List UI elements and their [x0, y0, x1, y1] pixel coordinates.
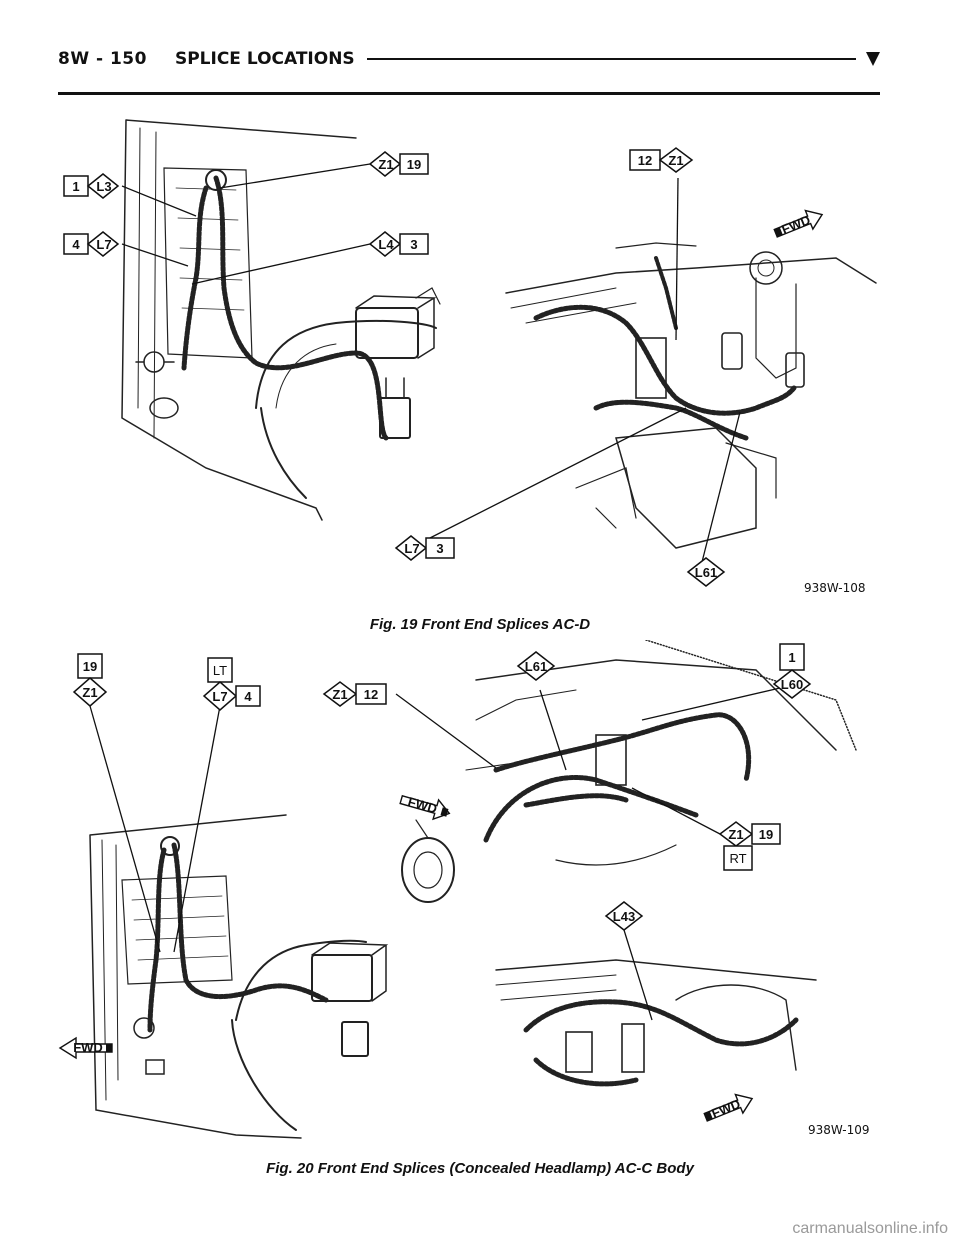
fwd-arrow-icon: FWD: [773, 209, 824, 238]
svg-text:4: 4: [72, 237, 80, 252]
figure-20-caption: Fig. 20 Front End Splices (Concealed Hea…: [266, 1160, 694, 1177]
page-number: 8W - 150: [58, 49, 147, 69]
fwd-arrow-icon: FWD: [58, 1036, 113, 1060]
svg-text:L7: L7: [96, 237, 111, 252]
callout-l7-3: L7 3: [394, 535, 455, 561]
callout-l61: L61: [686, 557, 726, 587]
svg-text:3: 3: [410, 237, 417, 252]
svg-text:L60: L60: [781, 677, 803, 692]
svg-text:FWD: FWD: [73, 1040, 103, 1055]
figure-number: 938W-109: [808, 1123, 870, 1137]
svg-text:L61: L61: [695, 565, 717, 580]
figure-19: 1 L3 4 L7 Z1 19 L4 3 12 Z1 L7 3 L61: [56, 108, 896, 608]
callout-l4-3: L4 3: [368, 231, 429, 257]
header-line: [366, 58, 856, 60]
svg-text:19: 19: [759, 827, 773, 842]
svg-text:FWD: FWD: [779, 212, 812, 237]
svg-text:L3: L3: [96, 179, 111, 194]
svg-text:4: 4: [244, 689, 252, 704]
svg-text:Z1: Z1: [668, 153, 683, 168]
figure-20-drawing: 19 Z1 LT L7 4 Z1 12 L61 1 L60 Z1 19 RT: [58, 640, 870, 1139]
svg-text:Z1: Z1: [728, 827, 743, 842]
svg-text:FWD: FWD: [709, 1096, 742, 1121]
section-title: SPLICE LOCATIONS: [174, 49, 355, 69]
figure-19-caption: Fig. 19 Front End Splices AC-D: [369, 616, 591, 633]
watermark: carmanualsonline.info: [792, 1220, 948, 1237]
fwd-arrow-icon: FWD: [399, 794, 451, 821]
svg-text:1: 1: [72, 179, 79, 194]
callout-z1-19: Z1 19: [368, 151, 429, 177]
svg-text:Z1: Z1: [332, 687, 347, 702]
svg-text:12: 12: [364, 687, 378, 702]
header-rule: [58, 92, 880, 95]
callout-19-z1: 19 Z1: [72, 653, 108, 707]
callout-lt-l7-4: LT L7 4: [202, 657, 261, 711]
callout-12-z1: 12 Z1: [629, 147, 694, 173]
svg-text:L4: L4: [378, 237, 394, 252]
callout-l61-fig20: L61: [516, 651, 556, 681]
callout-4-l7: 4 L7: [63, 231, 120, 257]
svg-text:RT: RT: [729, 851, 746, 866]
svg-text:19: 19: [407, 157, 421, 172]
svg-text:1: 1: [788, 650, 795, 665]
callout-1-l60: 1 L60: [772, 643, 812, 699]
svg-text:LT: LT: [213, 663, 227, 678]
fwd-arrow-icon: FWD: [703, 1093, 754, 1122]
svg-text:12: 12: [638, 153, 652, 168]
callout-l43: L43: [604, 901, 644, 931]
svg-text:3: 3: [436, 541, 443, 556]
svg-text:L61: L61: [525, 659, 547, 674]
callout-z1-12: Z1 12: [322, 681, 387, 707]
figure-20: 19 Z1 LT L7 4 Z1 12 L61 1 L60 Z1 19 RT: [56, 640, 896, 1145]
chrysler-triangle-icon: [866, 52, 880, 66]
callout-1-l3: 1 L3: [63, 173, 120, 199]
svg-text:L7: L7: [404, 541, 419, 556]
svg-text:Z1: Z1: [378, 157, 393, 172]
figure-19-drawing: 1 L3 4 L7 Z1 19 L4 3 12 Z1 L7 3 L61: [63, 119, 877, 595]
page-header: 8W - 150 SPLICE LOCATIONS: [58, 46, 880, 72]
callout-z1-19-rt: Z1 19 RT: [718, 821, 781, 871]
svg-text:L43: L43: [613, 909, 635, 924]
svg-text:Z1: Z1: [82, 685, 97, 700]
svg-text:L7: L7: [212, 689, 227, 704]
svg-text:19: 19: [83, 659, 97, 674]
svg-text:FWD: FWD: [406, 794, 439, 817]
figure-number: 938W-108: [804, 581, 866, 595]
